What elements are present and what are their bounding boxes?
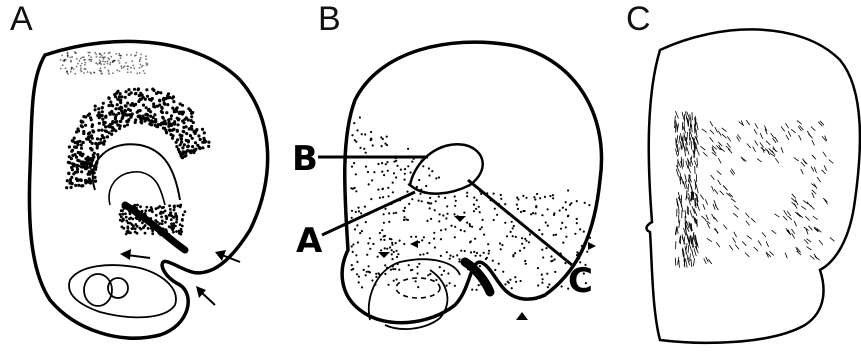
callout-line-a — [322, 192, 415, 235]
panel-b-arrowhead-1 — [378, 252, 390, 258]
panel-b-arrowhead-4 — [516, 312, 528, 320]
panel-a-cap-stipple — [60, 51, 149, 75]
panel-a-outline — [29, 41, 267, 338]
panel-b-arrowhead-2 — [410, 240, 418, 248]
callout-label-b: B — [292, 139, 318, 179]
callout-label-c: C — [568, 261, 593, 301]
panel-b-inner-lobe — [410, 144, 483, 193]
panel-a-drawing — [29, 41, 267, 338]
panel-b-arrowhead-3 — [454, 216, 466, 222]
callout-label-a: A — [296, 221, 323, 261]
panel-c-fiber-hatching — [675, 111, 835, 268]
panel-b-drawing: B A C — [292, 42, 602, 329]
panel-c-drawing — [646, 29, 859, 342]
panel-a-inner-curve-2 — [109, 172, 165, 205]
panel-a-arrow-1 — [120, 249, 150, 260]
panel-b-arrowhead-5 — [588, 242, 596, 250]
panel-a-arrow-3 — [196, 286, 215, 305]
panel-a-lower-contour — [69, 265, 176, 317]
panel-c-outline — [646, 29, 859, 342]
